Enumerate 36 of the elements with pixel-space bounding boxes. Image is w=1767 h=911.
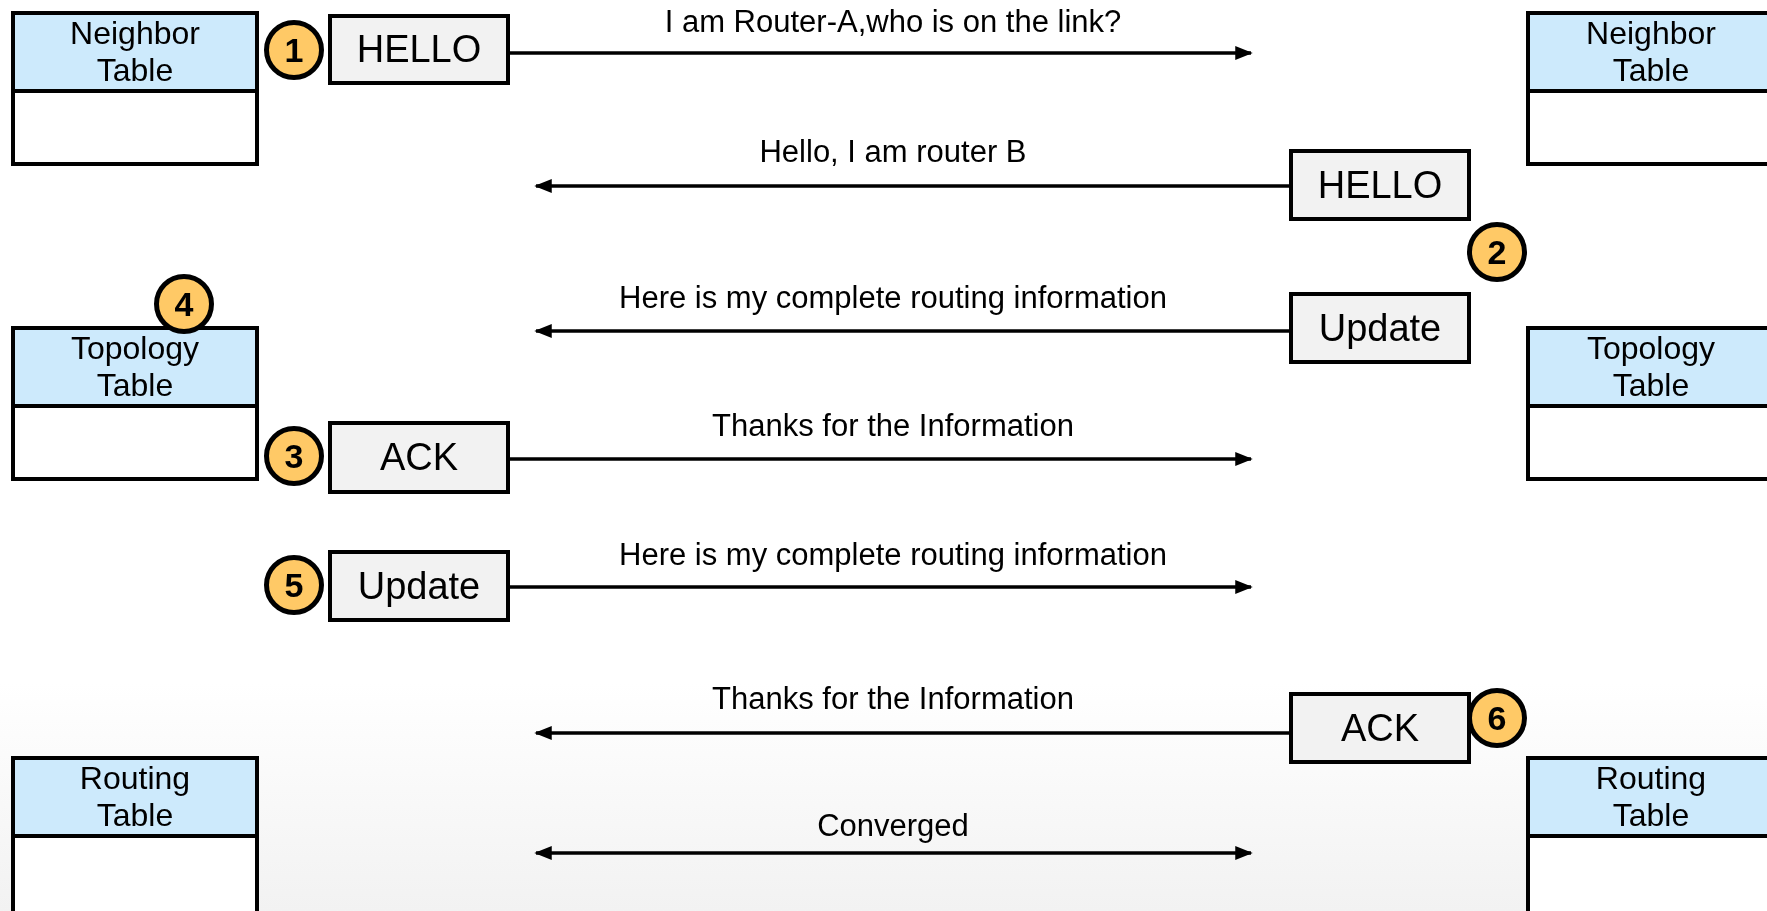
step-number-badge: 1 <box>264 20 324 80</box>
message-box: ACK <box>328 421 510 494</box>
step-number-badge: 5 <box>264 555 324 615</box>
status-label: Converged <box>817 808 969 844</box>
edge-label: Hello, I am router B <box>759 134 1027 170</box>
table-header: Routing Table <box>15 760 255 838</box>
edge-label: Here is my complete routing information <box>619 537 1167 573</box>
arrow <box>510 580 1253 594</box>
step-number-badge: 2 <box>1467 222 1527 282</box>
message-box: HELLO <box>1289 149 1471 221</box>
message-box: HELLO <box>328 14 510 85</box>
step-number-badge: 3 <box>264 426 324 486</box>
table-box <box>11 756 259 911</box>
step-number-badge: 4 <box>154 274 214 334</box>
table-box <box>11 326 259 481</box>
edge-label: I am Router-A,who is on the link? <box>664 4 1122 40</box>
table-box <box>1526 11 1767 166</box>
table-header: Topology Table <box>15 330 255 408</box>
table-box <box>1526 326 1767 481</box>
arrow <box>534 726 1289 740</box>
arrow <box>534 179 1289 193</box>
message-box: Update <box>328 550 510 622</box>
arrow <box>510 452 1253 466</box>
table-box <box>1526 756 1767 911</box>
edge-label: Here is my complete routing information <box>619 280 1167 316</box>
arrow <box>534 324 1289 338</box>
table-header: Routing Table <box>1530 760 1767 838</box>
arrow <box>510 46 1253 60</box>
edge-label: Thanks for the Information <box>712 681 1074 717</box>
edge-label: Thanks for the Information <box>712 408 1074 444</box>
message-box: ACK <box>1289 692 1471 764</box>
table-header: Neighbor Table <box>1530 15 1767 93</box>
message-box: Update <box>1289 292 1471 364</box>
table-header: Neighbor Table <box>15 15 255 93</box>
table-header: Topology Table <box>1530 330 1767 408</box>
table-box <box>11 11 259 166</box>
